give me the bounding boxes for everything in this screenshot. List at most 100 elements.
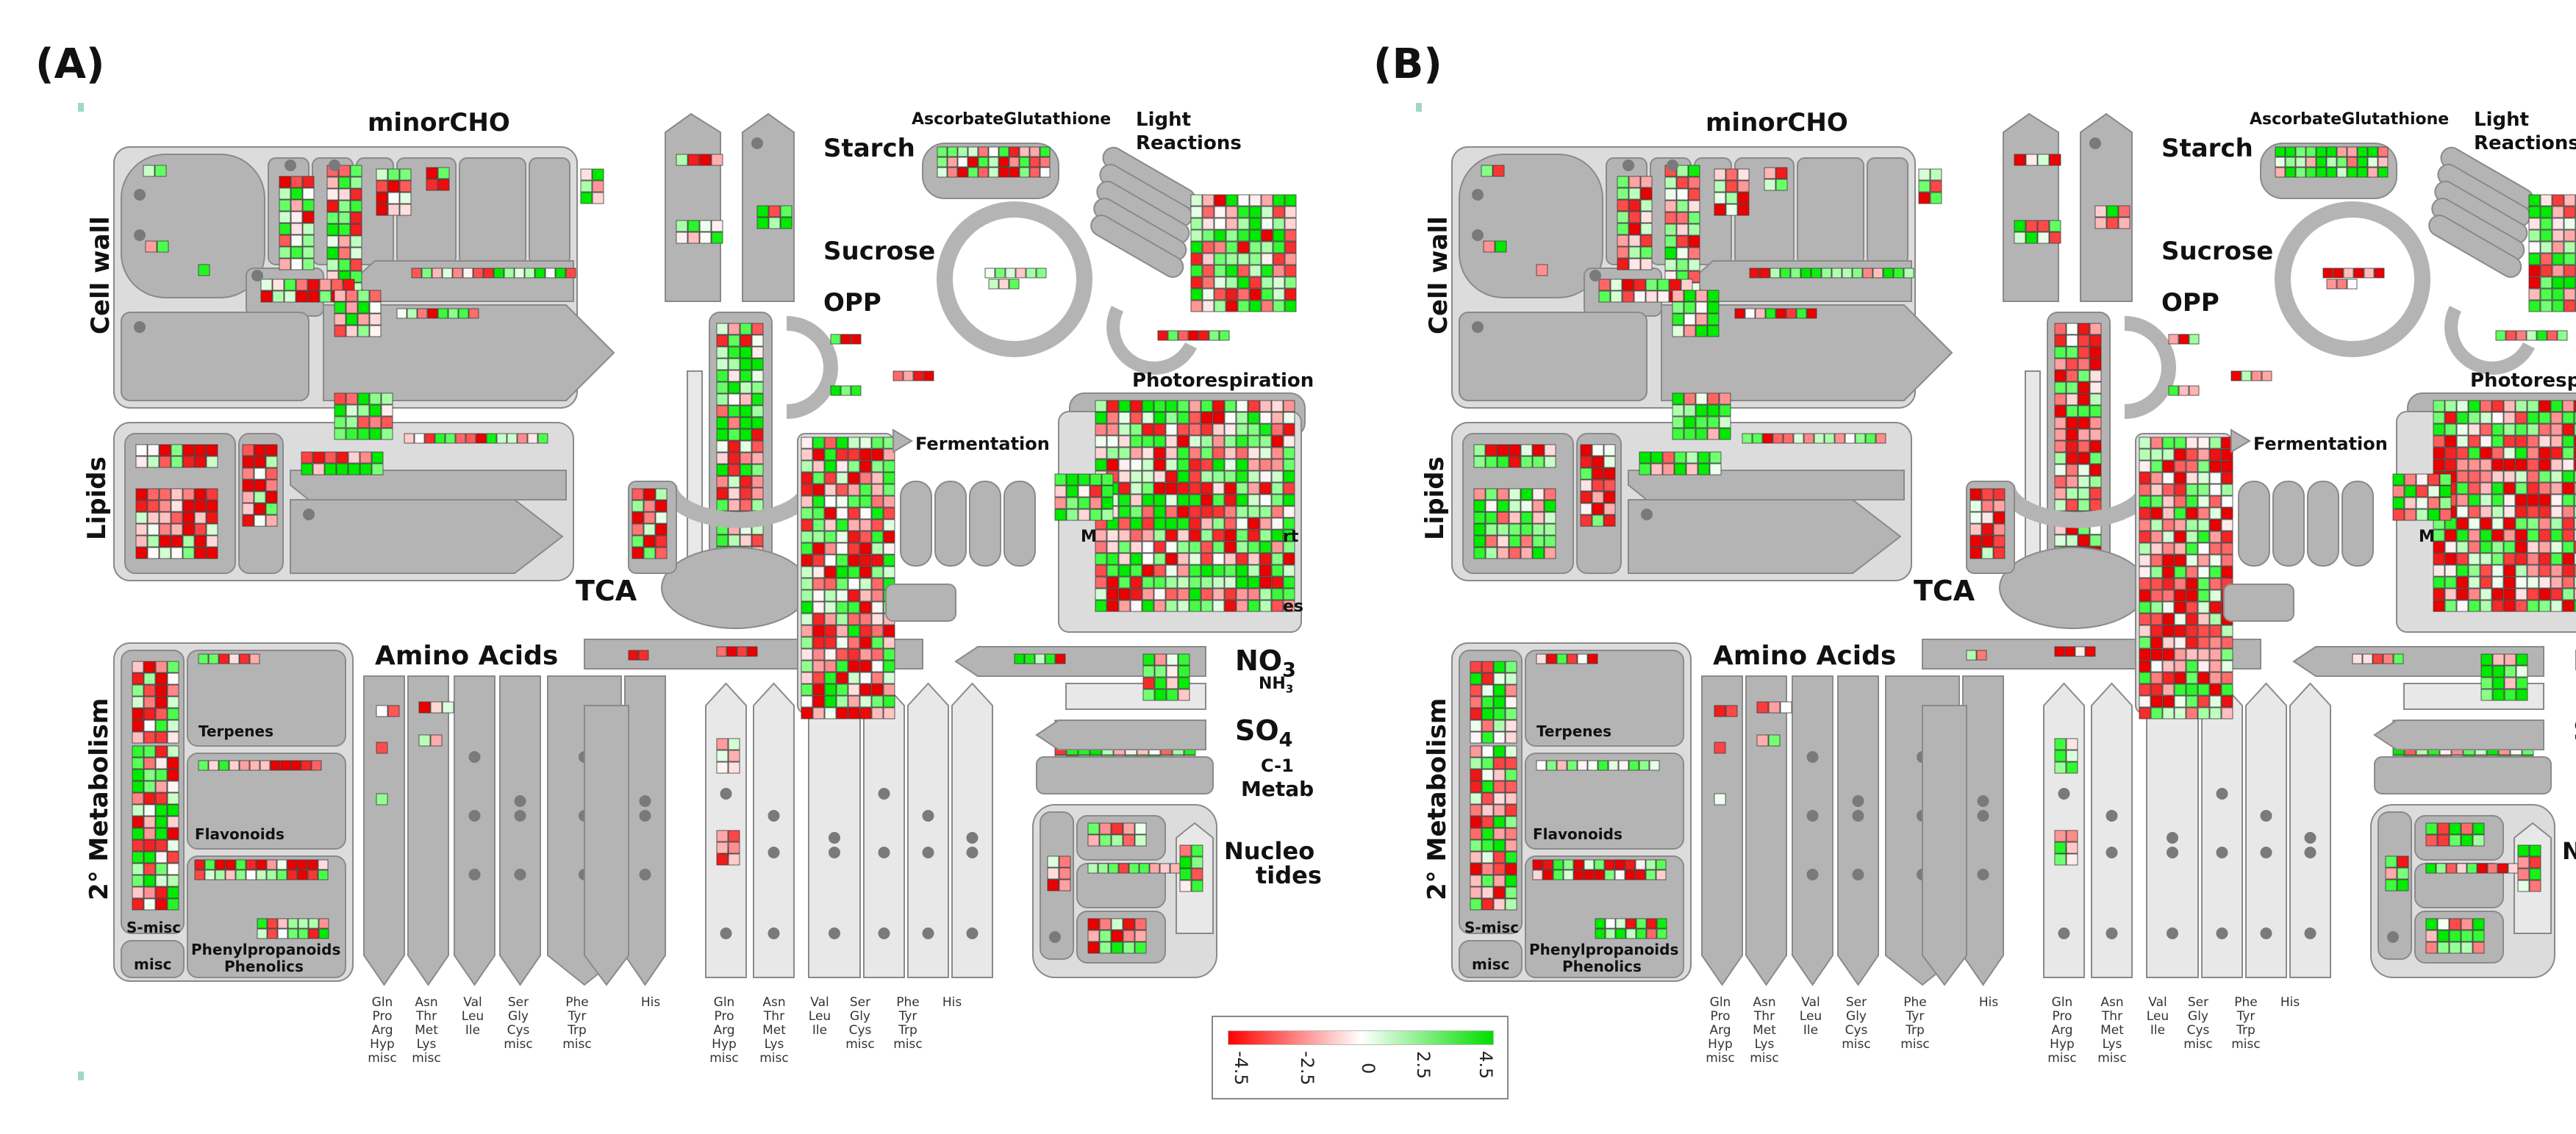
gene-cell bbox=[1153, 447, 1166, 459]
gene-cell bbox=[1470, 792, 1482, 805]
gene-cell bbox=[1248, 553, 1260, 565]
gene-cell bbox=[1139, 863, 1150, 874]
gene-cell bbox=[1617, 246, 1629, 259]
gene-cell bbox=[1248, 494, 1260, 506]
gene-cell bbox=[1580, 491, 1592, 503]
gene-cell bbox=[147, 444, 160, 456]
gene-cell bbox=[1142, 482, 1154, 495]
gene-cell bbox=[2078, 334, 2090, 347]
gene-heatmap-block bbox=[1470, 661, 1517, 744]
gene-cell bbox=[2528, 288, 2541, 301]
gene-cell bbox=[1628, 199, 1641, 212]
gene-cell bbox=[1201, 541, 1213, 553]
gene-cell bbox=[1078, 473, 1090, 486]
photorespiration-label: Photorespiration bbox=[2470, 370, 2576, 392]
gene-cell bbox=[2444, 459, 2457, 471]
gene-cell bbox=[254, 491, 266, 503]
gene-cell bbox=[346, 290, 358, 302]
gene-cell bbox=[135, 444, 148, 456]
c1-box bbox=[1036, 756, 1214, 794]
gene-cell bbox=[2037, 220, 2050, 232]
gene-cell bbox=[2574, 482, 2576, 495]
gene-cell bbox=[2456, 517, 2469, 530]
gene-cell bbox=[1707, 404, 1720, 417]
gene-cell bbox=[346, 404, 358, 417]
gene-cell bbox=[1622, 279, 1634, 291]
gene-cell bbox=[655, 488, 668, 500]
gene-cell bbox=[1226, 300, 1238, 312]
gene-cell bbox=[871, 531, 884, 543]
gene-cell bbox=[2162, 683, 2175, 696]
gene-cell bbox=[1981, 512, 1994, 524]
gene-cell bbox=[2209, 578, 2222, 590]
gene-cell bbox=[1714, 192, 1726, 204]
gene-cell bbox=[728, 738, 740, 750]
legend-tick: 4.5 bbox=[1475, 1051, 1496, 1080]
gene-cell bbox=[2162, 636, 2175, 649]
gene-cell bbox=[225, 869, 236, 880]
gene-cell bbox=[1177, 447, 1189, 459]
gene-cell bbox=[1212, 576, 1225, 589]
gene-cell bbox=[287, 918, 298, 929]
gene-cell bbox=[2491, 412, 2504, 424]
gene-cell bbox=[2416, 473, 2428, 486]
gene-cell bbox=[1005, 268, 1016, 279]
gene-cell bbox=[801, 660, 813, 672]
gene-cell bbox=[947, 167, 958, 178]
opp-label: OPP bbox=[823, 288, 881, 317]
gene-cell bbox=[801, 601, 813, 614]
gene-heatmap-block bbox=[2425, 918, 2485, 954]
gene-cell bbox=[2054, 841, 2067, 854]
gene-cell bbox=[2528, 241, 2541, 254]
gene-heatmap-block bbox=[2326, 279, 2358, 290]
gene-cell bbox=[643, 488, 656, 500]
gene-cell bbox=[1284, 241, 1297, 254]
gene-cell bbox=[2503, 529, 2516, 542]
reactions-label: Reactions bbox=[1136, 132, 1242, 154]
gene-heatmap-block bbox=[801, 437, 895, 719]
gene-cell bbox=[2505, 330, 2516, 341]
gene-cell bbox=[2078, 440, 2090, 453]
gene-cell bbox=[171, 523, 183, 536]
gene-cell bbox=[1273, 265, 1285, 277]
gene-cell bbox=[1236, 576, 1248, 589]
gene-cell bbox=[728, 499, 740, 512]
gene-cell bbox=[1657, 279, 1670, 291]
gene-dot bbox=[1852, 810, 1864, 822]
gene-dot bbox=[2167, 847, 2178, 858]
gene-cell bbox=[1544, 547, 1556, 559]
gene-cell bbox=[2150, 601, 2163, 614]
reactions-label: Reactions bbox=[2474, 132, 2576, 154]
gene-cell bbox=[2037, 232, 2050, 244]
gene-cell bbox=[302, 223, 315, 235]
gene-cell bbox=[1248, 576, 1260, 589]
gene-cell bbox=[2550, 517, 2563, 530]
gene-cell bbox=[824, 589, 837, 602]
gene-cell bbox=[2209, 707, 2222, 719]
gene-cell bbox=[1709, 451, 1722, 464]
gene-cell bbox=[2539, 494, 2551, 506]
gene-cell bbox=[1283, 576, 1295, 589]
gene-cell bbox=[1226, 288, 1238, 301]
gene-cell bbox=[2186, 601, 2198, 614]
mapman-panel-A bbox=[78, 103, 1306, 1080]
gene-cell bbox=[2241, 370, 2252, 381]
gene-cell bbox=[1165, 576, 1178, 589]
gene-cell bbox=[2397, 867, 2409, 880]
gene-cell bbox=[2497, 863, 2508, 874]
gene-cell bbox=[2444, 541, 2457, 553]
gene-cell bbox=[2516, 653, 2528, 666]
gene-cell bbox=[1714, 742, 1726, 754]
gene-cell bbox=[132, 816, 144, 828]
gene-cell bbox=[1259, 506, 1272, 518]
gene-cell bbox=[1099, 822, 1112, 835]
gene-cell bbox=[2139, 495, 2151, 508]
gene-cell bbox=[751, 370, 764, 382]
gene-cell bbox=[132, 757, 144, 769]
gene-cell bbox=[848, 554, 860, 567]
gene-cell bbox=[1481, 719, 1494, 732]
gene-cell bbox=[1573, 859, 1584, 870]
gene-cell bbox=[1142, 588, 1154, 600]
nh3-label: NH3 bbox=[1259, 676, 1293, 695]
gene-heatmap-block bbox=[198, 760, 322, 771]
